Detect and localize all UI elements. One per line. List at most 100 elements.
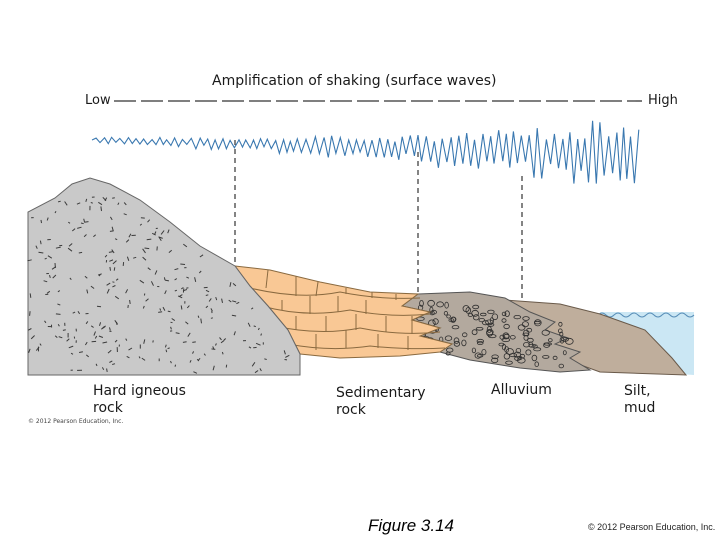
igneous-speckle: [247, 322, 251, 327]
igneous-speckle: [46, 217, 49, 221]
igneous-speckle: [219, 337, 222, 341]
alluvium-pebble: [480, 312, 487, 317]
alluvium-pebble: [521, 321, 529, 328]
seismic-wave-trace: [91, 120, 640, 184]
alluvium-pebble: [513, 314, 522, 320]
igneous-speckle: [220, 339, 225, 344]
igneous-speckle: [57, 200, 61, 203]
label-alluv-line1: Alluvium: [491, 382, 552, 398]
igneous-speckle: [139, 279, 145, 284]
alluvium-pebble: [487, 309, 495, 315]
igneous-speckle: [38, 251, 44, 254]
igneous-speckle: [84, 341, 88, 346]
alluvium-pebble: [419, 299, 424, 307]
igneous-speckle: [233, 331, 236, 336]
water-ripples: [597, 312, 695, 318]
figure-caption: Figure 3.14: [368, 516, 454, 535]
alluvium-pebble: [547, 338, 553, 343]
alluvium-pebble: [522, 316, 530, 321]
igneous-speckle: [170, 326, 172, 330]
alluvium-pebble: [462, 332, 468, 338]
igneous-speckle: [248, 346, 252, 349]
alluvium-pebble: [491, 357, 499, 363]
igneous-speckle: [187, 332, 191, 337]
igneous-speckle: [200, 318, 202, 324]
igneous-speckle: [57, 303, 61, 306]
igneous-speckle: [102, 341, 108, 344]
alluvium-pebble: [444, 335, 453, 341]
igneous-speckle: [158, 236, 162, 242]
alluvium-pebble: [446, 347, 454, 353]
igneous-speckle: [39, 343, 42, 346]
igneous-speckle: [158, 311, 163, 313]
igneous-speckle: [196, 358, 200, 362]
alluvium-pebble: [557, 328, 563, 334]
igneous-speckle: [109, 216, 113, 221]
alluvium-pebble: [543, 342, 552, 346]
igneous-speckle: [142, 305, 145, 309]
igneous-speckle: [117, 202, 120, 206]
igneous-speckle: [55, 246, 61, 249]
igneous-speckle: [147, 267, 151, 271]
alluvium-pebble: [523, 342, 530, 348]
igneous-speckle: [72, 311, 76, 314]
label-hard-line2: rock: [93, 400, 123, 416]
igneous-speckle: [71, 228, 76, 232]
igneous-speckle: [197, 315, 200, 318]
alluvium-pebble: [478, 317, 485, 323]
igneous-speckle: [28, 328, 32, 331]
igneous-speckle: [146, 238, 152, 241]
igneous-speckle: [98, 335, 104, 338]
igneous-speckle: [85, 198, 88, 202]
igneous-speckle: [85, 354, 90, 358]
igneous-speckle: [223, 338, 227, 341]
igneous-speckle: [109, 327, 111, 331]
label-sed-line1: Sedimentary: [336, 385, 426, 401]
igneous-speckle: [54, 335, 58, 338]
igneous-speckle: [104, 254, 108, 258]
label-sedimentary-rock: Sedimentary rock: [336, 385, 426, 419]
igneous-speckle: [101, 367, 105, 371]
igneous-speckle: [174, 278, 178, 281]
igneous-speckle: [85, 321, 89, 325]
igneous-speckle: [158, 236, 163, 239]
alluvium-pebble: [481, 348, 487, 356]
alluvium-pebble: [491, 313, 499, 321]
igneous-speckle: [174, 364, 177, 367]
alluvium-pebble: [432, 318, 439, 325]
igneous-speckle: [123, 213, 127, 216]
igneous-speckle: [181, 287, 184, 290]
igneous-speckle: [164, 290, 167, 295]
alluvium-pebble: [427, 299, 435, 307]
igneous-speckle: [123, 202, 127, 206]
alluvium-pebble: [451, 325, 460, 330]
alluvium-pebble: [444, 301, 449, 309]
diagram-title: Amplification of shaking (surface waves): [212, 73, 497, 89]
alluvium-pebble: [471, 309, 479, 317]
igneous-speckle: [142, 256, 147, 261]
igneous-speckle: [165, 349, 168, 353]
alluvium-pebble: [542, 355, 550, 359]
alluvium-pebble: [429, 306, 434, 314]
igneous-speckle: [68, 345, 74, 349]
label-sed-line2: rock: [336, 402, 366, 418]
igneous-speckle: [78, 251, 83, 254]
igneous-speckle: [208, 298, 212, 302]
igneous-speckle: [185, 321, 189, 325]
alluvium-pebble: [450, 316, 457, 322]
igneous-speckle: [194, 277, 197, 283]
igneous-speckle: [167, 347, 170, 350]
igneous-speckle: [109, 360, 113, 363]
igneous-speckle: [44, 257, 47, 260]
igneous-speckle: [255, 342, 261, 346]
igneous-speckle: [77, 226, 82, 229]
igneous-speckle: [174, 268, 179, 271]
igneous-rock-speckles: [27, 196, 290, 374]
alluvium-pebble: [486, 326, 492, 333]
alluvium-pebble: [517, 324, 526, 331]
igneous-speckle: [133, 256, 137, 259]
alluvium-pebble: [502, 332, 510, 340]
alluvium-pebble: [436, 301, 444, 308]
igneous-speckle: [180, 263, 186, 265]
igneous-speckle: [99, 322, 102, 326]
